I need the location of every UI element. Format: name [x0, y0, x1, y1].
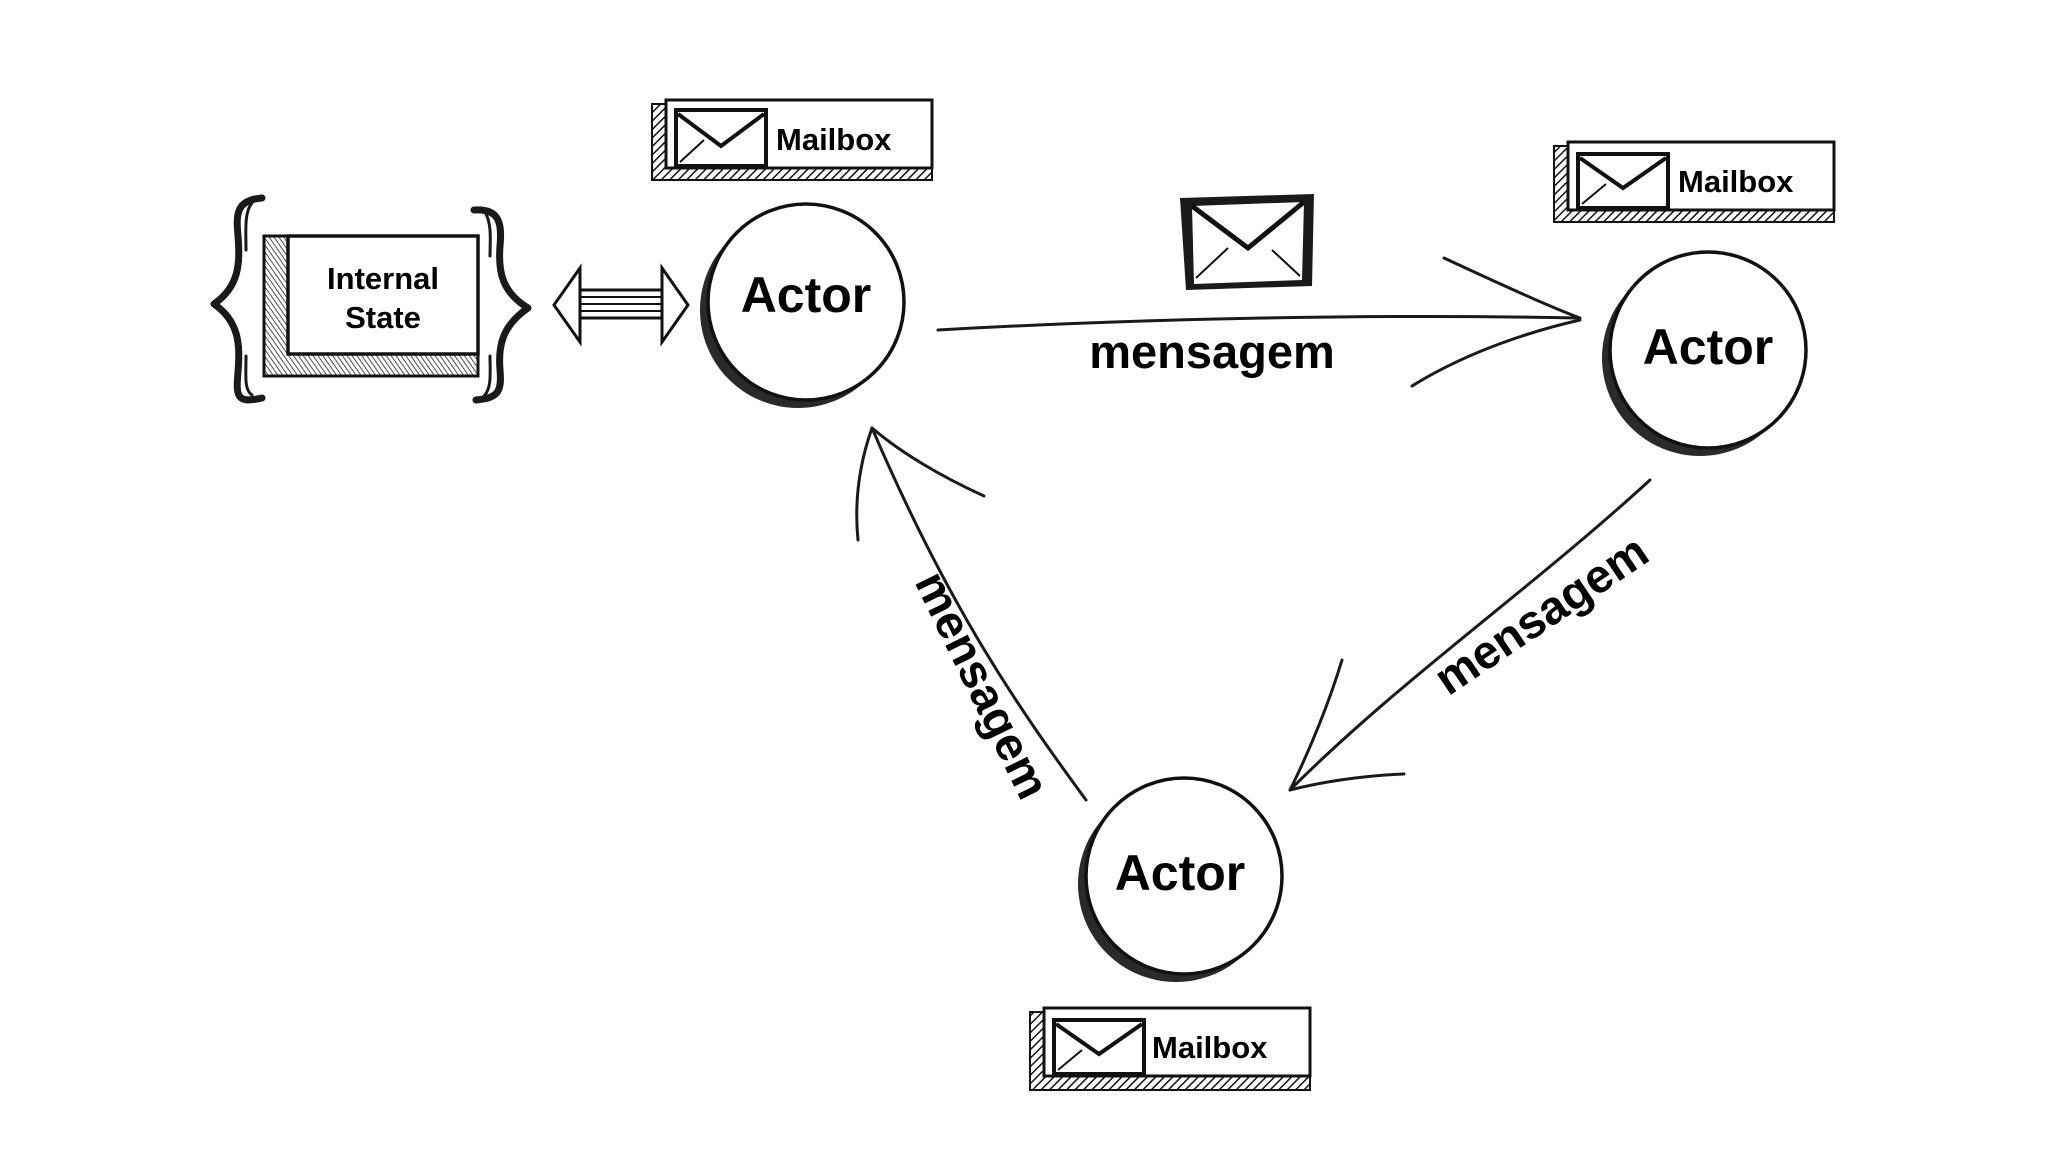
mailbox-2-envelope-icon — [1576, 152, 1670, 210]
message-arrow-3-to-1: mensagem — [855, 426, 1088, 807]
mailbox-3-envelope-icon — [1052, 1018, 1146, 1076]
internal-state-box — [286, 234, 480, 356]
mailbox-1: Mailbox — [651, 98, 934, 181]
actor-3-circle — [1084, 776, 1284, 976]
message-label-3: mensagem — [905, 563, 1060, 807]
message-label-1: mensagem — [1089, 325, 1335, 378]
flying-envelope-icon — [1180, 194, 1314, 290]
message-arrow-2-to-3: mensagem — [1288, 478, 1657, 792]
internal-state: Internal State — [210, 194, 532, 404]
mailbox-3-label: Mailbox — [1152, 1030, 1268, 1065]
mailbox-2-label: Mailbox — [1678, 164, 1794, 199]
mailbox-2: Mailbox — [1553, 140, 1836, 223]
actor-2: Actor — [1602, 250, 1808, 456]
left-brace — [210, 194, 266, 404]
actor-1-circle — [706, 202, 906, 402]
mailbox-3: Mailbox — [1029, 1006, 1312, 1091]
message-arrow-1-to-2: mensagem — [936, 194, 1582, 388]
actor-1-label: Actor — [741, 267, 872, 323]
message-label-2: mensagem — [1424, 524, 1657, 705]
actor-2-label: Actor — [1643, 319, 1774, 375]
state-actor-double-arrow — [552, 263, 690, 347]
internal-state-label-line1: Internal — [327, 261, 439, 296]
internal-state-label-line2: State — [345, 300, 421, 335]
actor-3: Actor — [1078, 776, 1284, 982]
actor-3-label: Actor — [1115, 845, 1246, 901]
mailbox-1-label: Mailbox — [776, 122, 892, 157]
right-brace — [470, 206, 532, 404]
actor-2-circle — [1608, 250, 1808, 450]
actor-1: Actor — [700, 202, 906, 408]
mailbox-1-envelope-icon — [674, 108, 768, 168]
